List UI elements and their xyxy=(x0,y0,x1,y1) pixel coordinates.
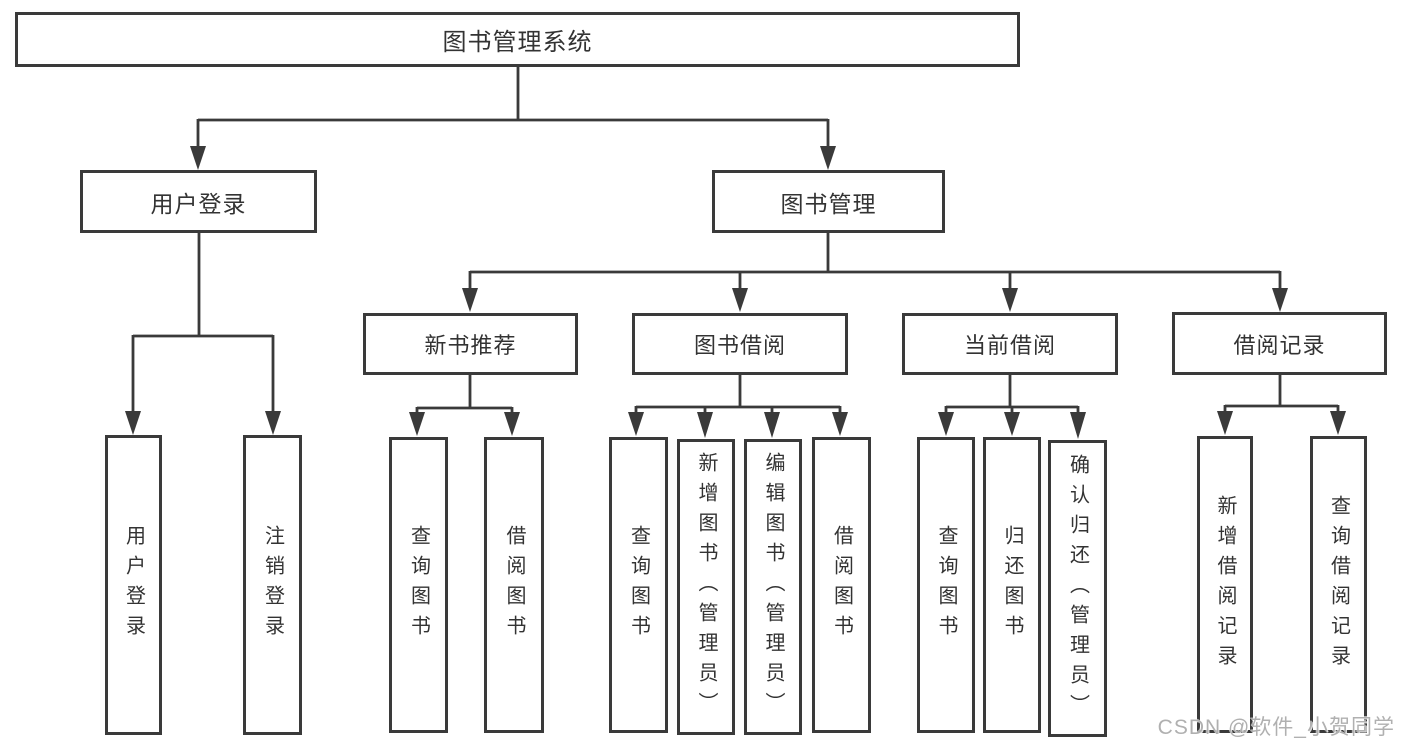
node-newbook-query-books: 查询图书 xyxy=(389,437,448,733)
node-current-query-books: 查询图书 xyxy=(917,437,975,733)
connector-root-to-level2 xyxy=(190,66,836,170)
node-borrow-add-books-admin: 新增图书（管理员） xyxy=(677,439,735,735)
node-current-return-books: 归还图书 xyxy=(983,437,1041,733)
node-label: 归还图书 xyxy=(1001,525,1023,645)
node-records-add-record: 新增借阅记录 xyxy=(1197,436,1253,733)
node-user-login: 用户登录 xyxy=(80,170,317,233)
connector-records-to-children xyxy=(1217,374,1346,435)
node-label: 图书借阅 xyxy=(693,333,786,358)
node-borrow-query-books: 查询图书 xyxy=(609,437,668,733)
node-label: 用户登录 xyxy=(150,190,247,217)
node-book-management: 图书管理 xyxy=(712,170,945,233)
node-label: 查询图书 xyxy=(407,525,430,645)
connector-login-to-children xyxy=(125,232,281,435)
connector-bookmgmt-to-level3 xyxy=(462,232,1288,312)
node-label: 借阅图书 xyxy=(503,525,525,645)
node-label: 编辑图书（管理员） xyxy=(762,452,784,722)
node-label: 查询图书 xyxy=(627,525,650,645)
node-library-system: 图书管理系统 xyxy=(15,12,1020,67)
node-label: 图书管理 xyxy=(780,190,877,217)
node-borrow-records: 借阅记录 xyxy=(1172,312,1387,375)
node-label: 用户登录 xyxy=(122,525,145,645)
node-logout-action: 注销登录 xyxy=(243,435,302,735)
node-borrow-borrow-books: 借阅图书 xyxy=(812,437,871,733)
node-current-confirm-return-admin: 确认归还（管理员） xyxy=(1048,440,1107,737)
csdn-watermark: CSDN @软件_小贺同学 xyxy=(1157,716,1395,739)
connector-newbook-to-children xyxy=(409,375,520,436)
node-label: 确认归还（管理员） xyxy=(1066,453,1089,724)
node-user-login-action: 用户登录 xyxy=(105,435,162,735)
node-newbook-borrow-books: 借阅图书 xyxy=(484,437,544,733)
node-label: 查询借阅记录 xyxy=(1327,494,1350,675)
node-new-book-recommend: 新书推荐 xyxy=(363,313,578,375)
node-label: 借阅记录 xyxy=(1233,332,1326,358)
node-label: 新增借阅记录 xyxy=(1214,494,1236,675)
node-label: 当前借阅 xyxy=(963,333,1056,358)
node-label: 注销登录 xyxy=(261,525,284,645)
node-label: 新增图书（管理员） xyxy=(695,452,717,722)
connector-current-to-children xyxy=(938,374,1086,439)
node-book-borrow: 图书借阅 xyxy=(632,313,848,375)
connector-borrow-to-children xyxy=(628,375,848,438)
node-borrow-edit-books-admin: 编辑图书（管理员） xyxy=(744,439,802,735)
node-label: 图书管理系统 xyxy=(442,29,593,56)
node-label: 借阅图书 xyxy=(830,525,853,645)
node-label: 查询图书 xyxy=(935,525,957,645)
node-current-borrow: 当前借阅 xyxy=(902,313,1118,375)
node-label: 新书推荐 xyxy=(424,333,517,358)
node-records-query-record: 查询借阅记录 xyxy=(1310,436,1367,733)
